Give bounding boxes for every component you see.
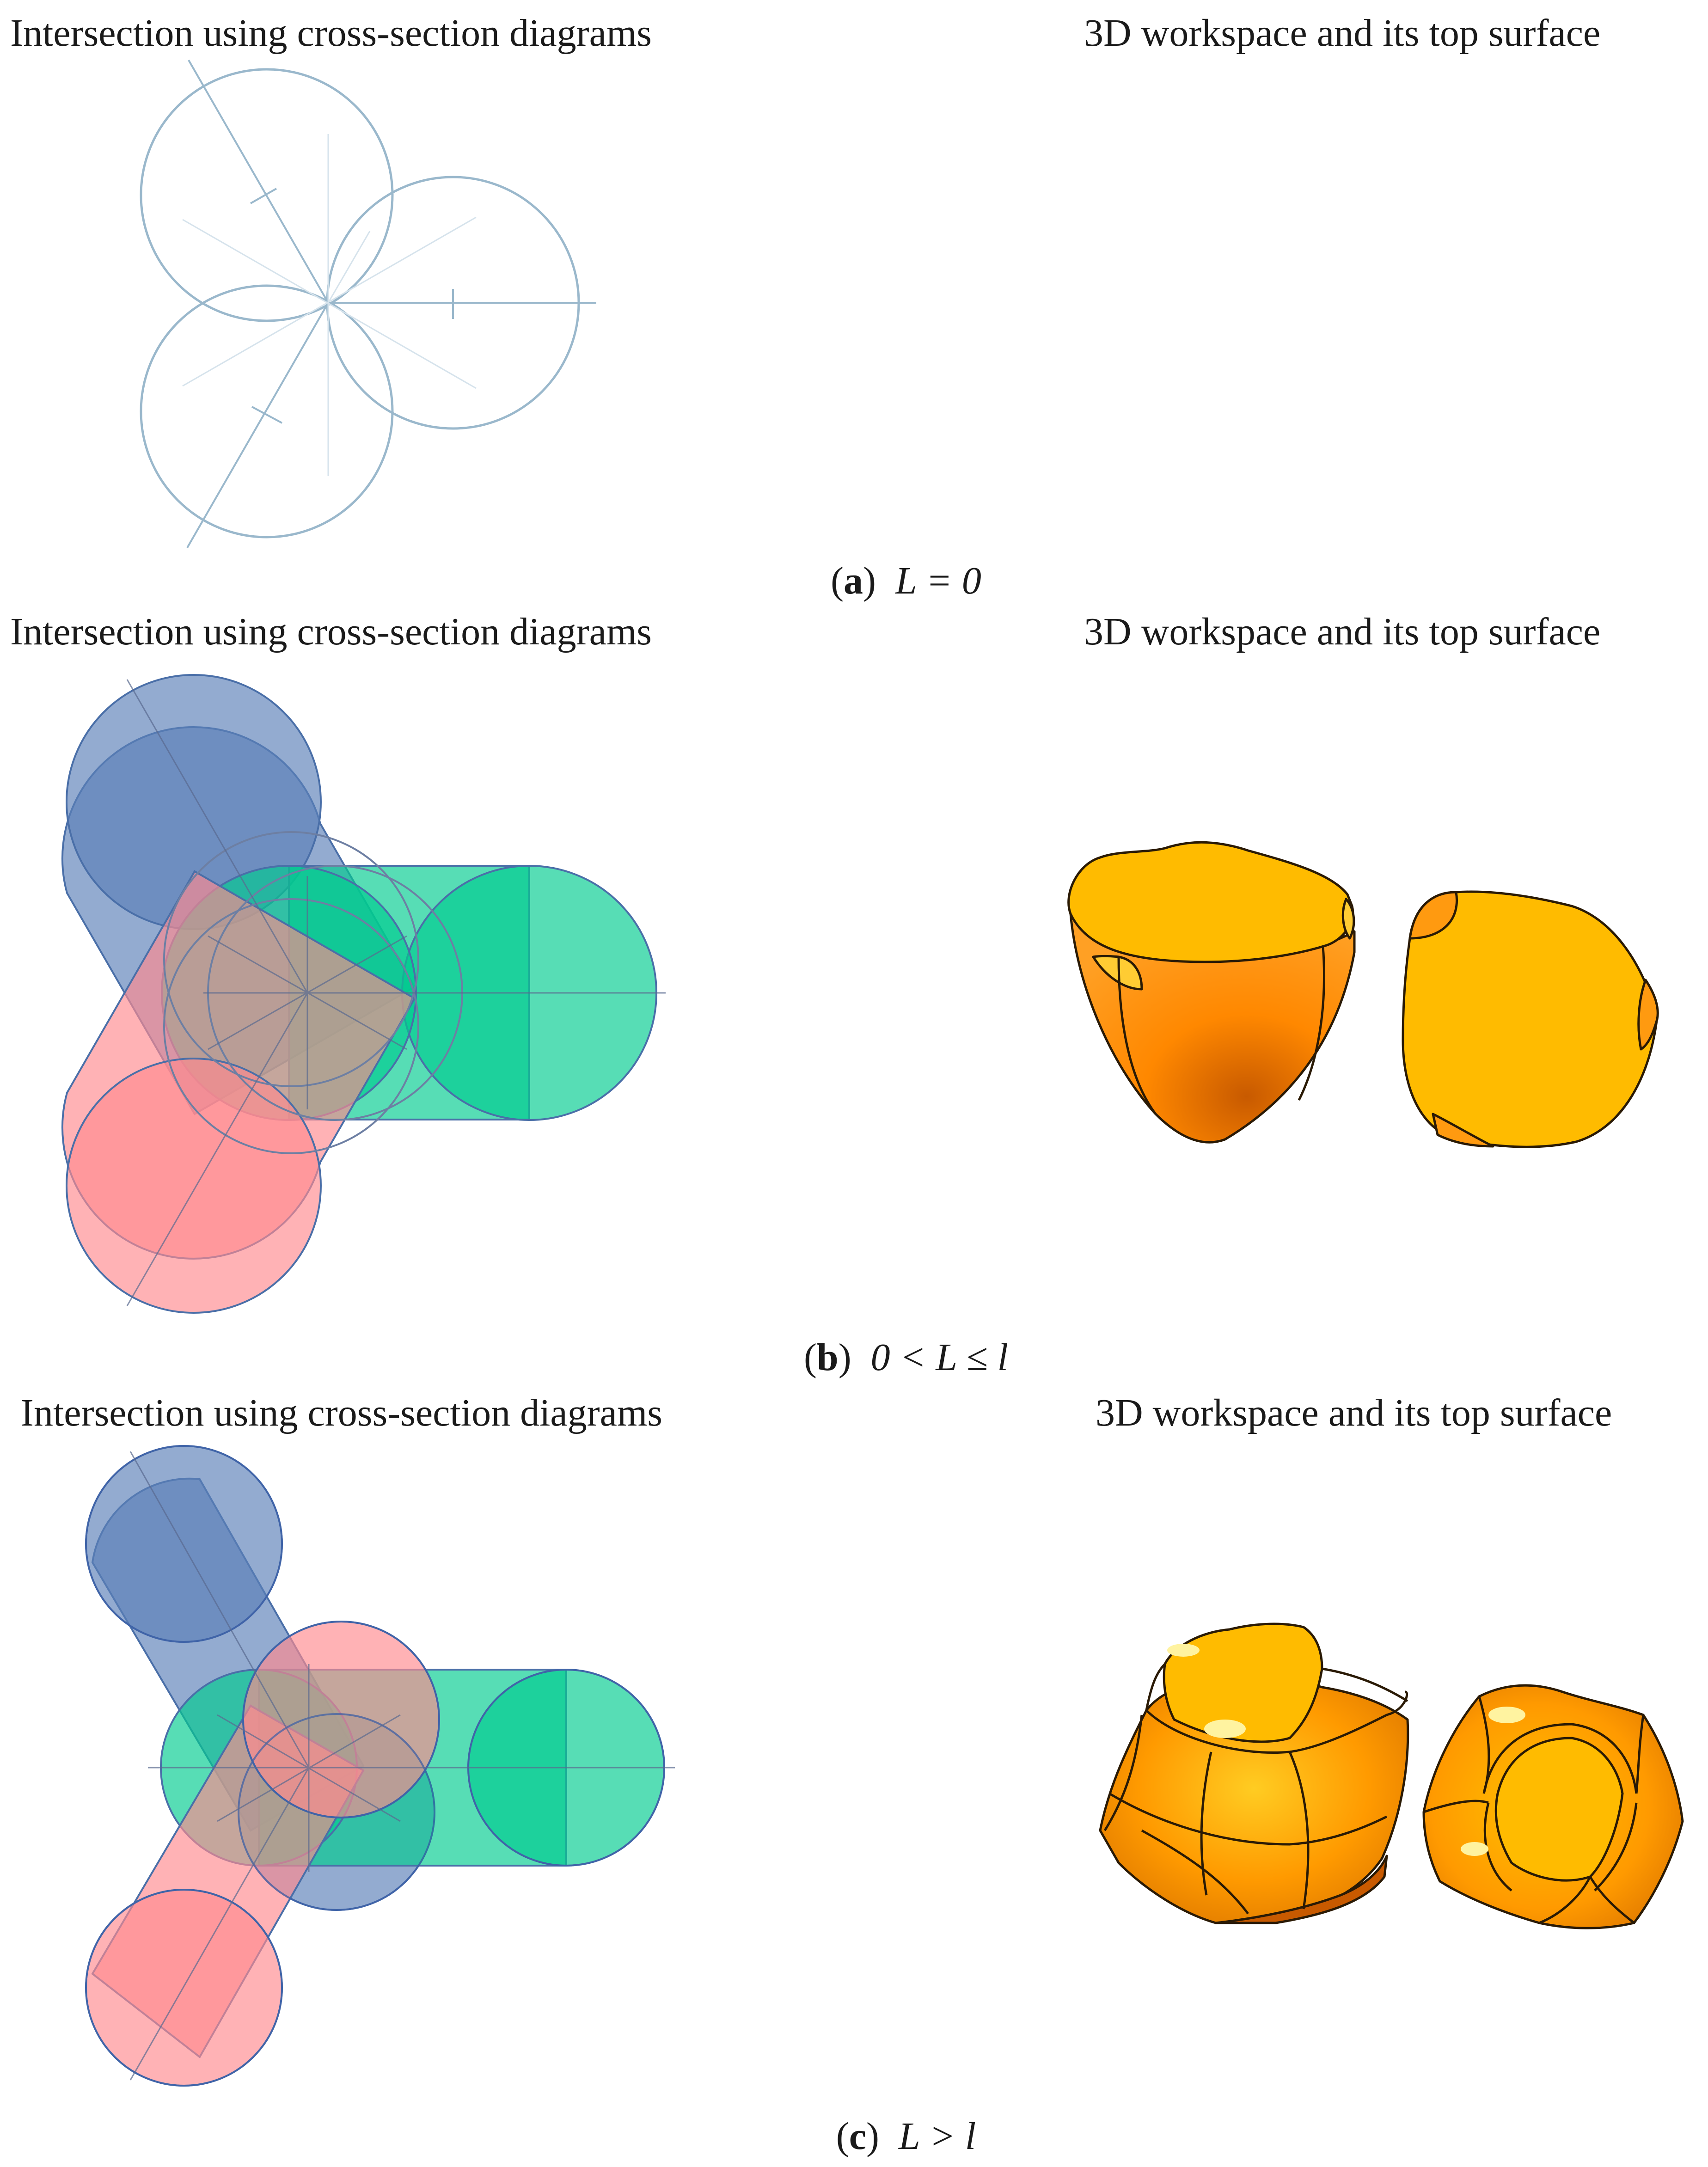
panel-c-workspace-solid: [1099, 1622, 1409, 1924]
panel-a-condition: L = 0: [895, 559, 981, 602]
panel-b-axes: [126, 679, 666, 1306]
panel-b-label: b: [816, 1336, 839, 1379]
panel-c-left-title: Intersection using cross-section diagram…: [21, 1391, 662, 1434]
panel-b-left-title: Intersection using cross-section diagram…: [10, 610, 652, 653]
panel-c-condition: L > l: [899, 2115, 976, 2158]
panel-c-workspace-top-view: [1422, 1684, 1684, 1929]
panel-b-cross-section-diagram: [61, 674, 666, 1314]
panel-a-axis-lower: [186, 302, 329, 548]
panel-a-axes: [186, 60, 596, 548]
panel-a-guides: [182, 134, 477, 476]
panel-a-axis-upper: [188, 60, 329, 303]
panel-b-condition: 0 < L ≤ l: [870, 1336, 1009, 1379]
panel-a-caption: (a) L = 0: [831, 559, 981, 602]
panel-c-axes: [129, 1451, 675, 2081]
panel-a-right-title: 3D workspace and its top surface: [1084, 12, 1601, 55]
panel-a-circle-lower: [140, 284, 394, 539]
panel-a-cross-section-diagram: [140, 60, 596, 548]
panel-b-3d-workspace: [1067, 841, 1659, 1148]
panel-c-3d-workspace: [1099, 1622, 1684, 1929]
panel-b-caption: (b) 0 < L ≤ l: [803, 1336, 1009, 1379]
panel-c-cross-section-diagram: [85, 1445, 675, 2087]
panel-b-pink-capsule: [61, 870, 416, 1314]
panel-b-workspace-solid: [1067, 841, 1356, 1144]
panel-c-pink-capsule: [85, 1621, 440, 2087]
panel-a-label: a: [844, 559, 863, 602]
panel-a-left-title: Intersection using cross-section diagram…: [10, 12, 652, 55]
panel-c-label: c: [849, 2115, 867, 2158]
panel-b-right-title: 3D workspace and its top surface: [1084, 610, 1601, 653]
panel-c-caption: (c) L > l: [836, 2115, 976, 2158]
panel-b-workspace-top-view: [1402, 890, 1659, 1148]
panel-c-right-title: 3D workspace and its top surface: [1096, 1391, 1612, 1434]
panel-a-circle-upper: [140, 68, 394, 322]
